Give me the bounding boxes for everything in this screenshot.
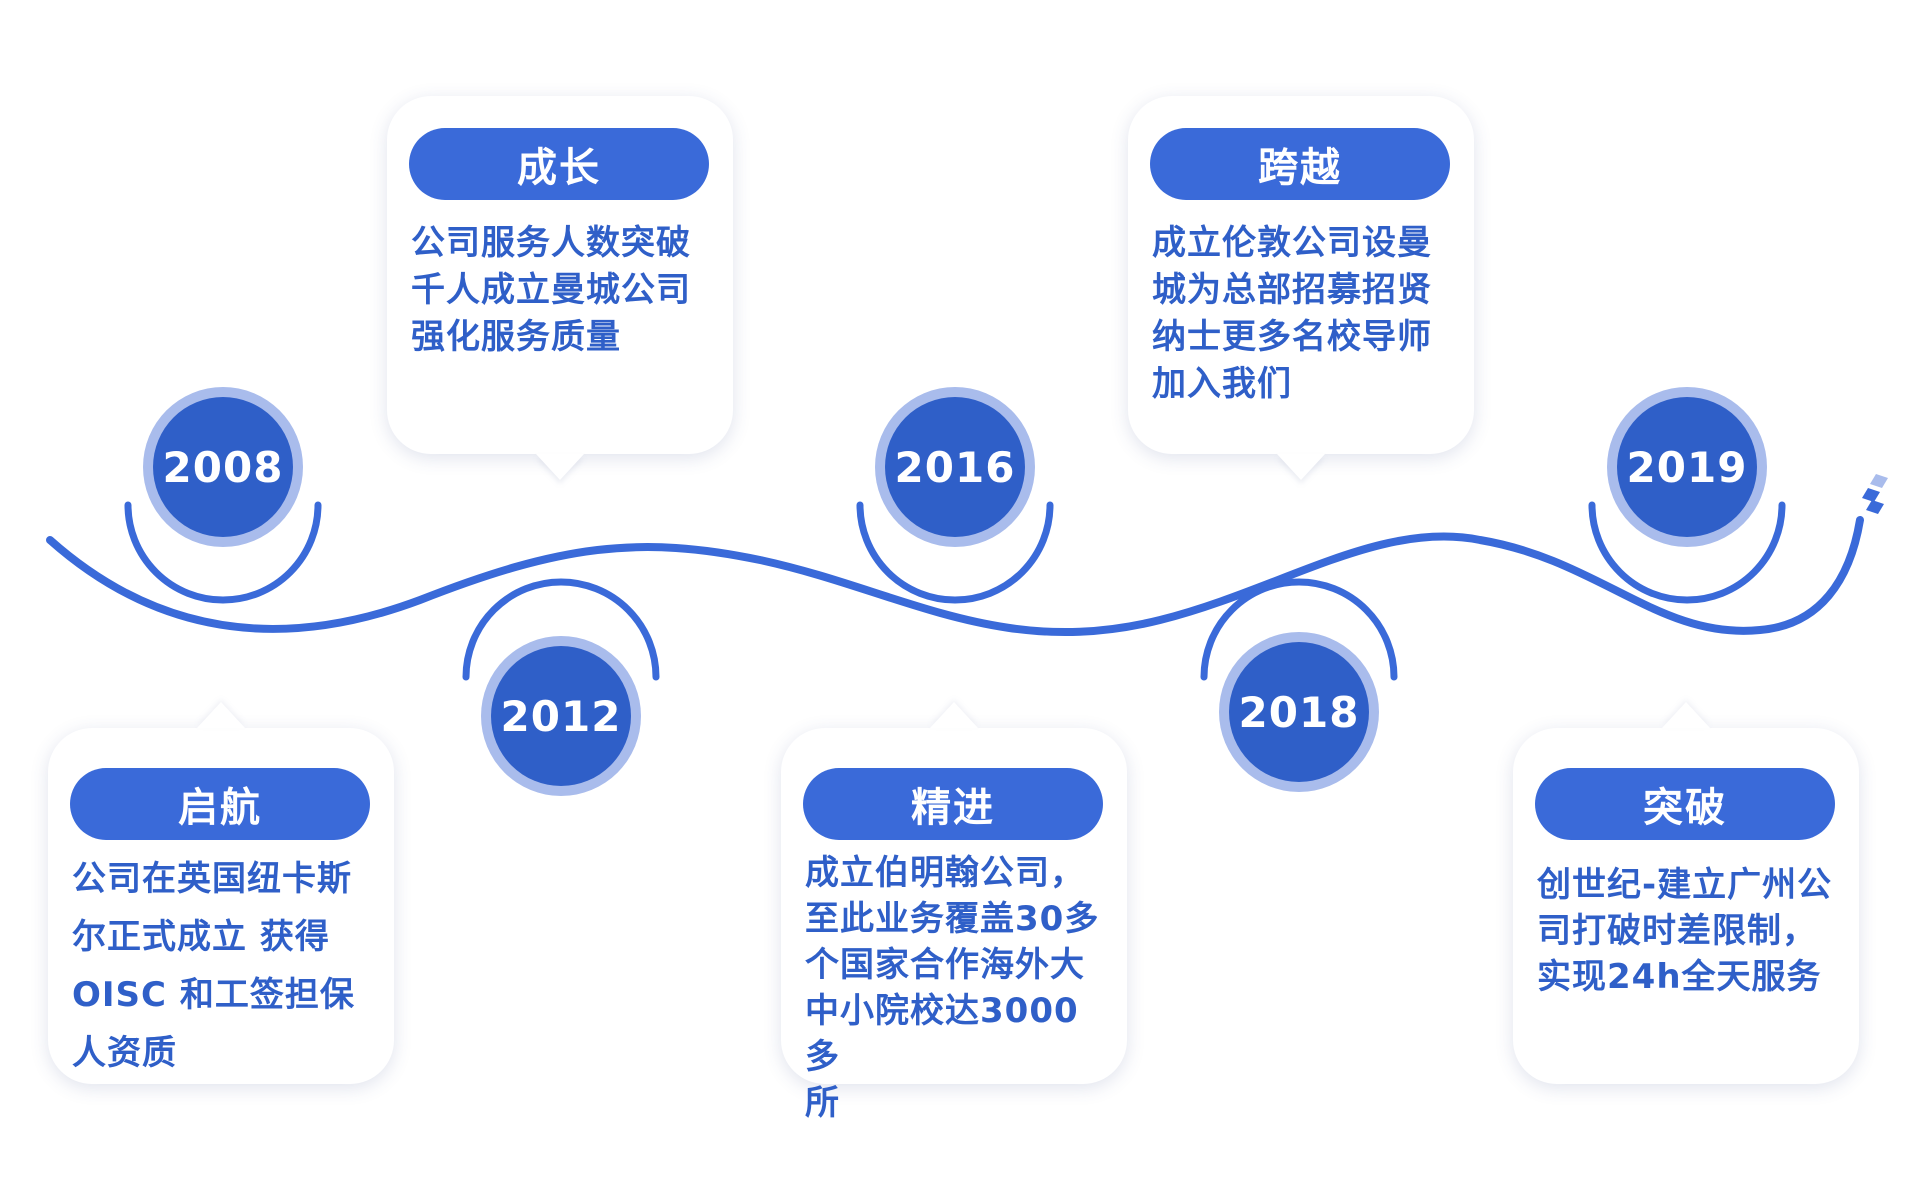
ring-arc-2016 bbox=[856, 501, 1054, 604]
ring-arc-2008 bbox=[124, 501, 322, 604]
milestone-card-2008: 启航 公司在英国纽卡斯 尔正式成立 获得 OISC 和工签担保 人资质 bbox=[48, 702, 394, 1084]
milestone-description: 公司在英国纽卡斯 尔正式成立 获得 OISC 和工签担保 人资质 bbox=[72, 859, 355, 1073]
year-label: 2018 bbox=[1229, 642, 1369, 782]
arrow-head-icon bbox=[1862, 474, 1888, 514]
card-pointer bbox=[1662, 702, 1710, 728]
milestone-description: 公司服务人数突破 千人成立曼城公司 强化服务质量 bbox=[411, 223, 691, 357]
milestone-card-2012: 成长 公司服务人数突破 千人成立曼城公司 强化服务质量 bbox=[387, 96, 733, 480]
year-label: 2019 bbox=[1617, 397, 1757, 537]
timeline-wave bbox=[46, 516, 1864, 636]
milestone-card-2019: 突破 创世纪-建立广州公 司打破时差限制， 实现24h全天服务 bbox=[1513, 702, 1859, 1084]
milestone-description: 成立伦敦公司设曼 城为总部招募招贤 纳士更多名校导师 加入我们 bbox=[1152, 223, 1432, 404]
year-label: 2012 bbox=[491, 646, 631, 786]
milestone-title: 跨越 bbox=[1150, 128, 1450, 200]
milestone-title: 突破 bbox=[1535, 768, 1835, 840]
ring-arc-2012 bbox=[462, 578, 660, 681]
year-badge-2019: 2019 bbox=[1607, 387, 1767, 547]
ring-arc-2019 bbox=[1588, 501, 1786, 604]
card-pointer bbox=[930, 702, 978, 728]
year-badge-2008: 2008 bbox=[143, 387, 303, 547]
year-badge-2016: 2016 bbox=[875, 387, 1035, 547]
milestone-card-2018: 跨越 成立伦敦公司设曼 城为总部招募招贤 纳士更多名校导师 加入我们 bbox=[1128, 96, 1474, 480]
milestone-description: 创世纪-建立广州公 司打破时差限制， 实现24h全天服务 bbox=[1537, 865, 1833, 997]
year-label: 2008 bbox=[153, 397, 293, 537]
year-label: 2016 bbox=[885, 397, 1025, 537]
card-pointer bbox=[197, 702, 245, 728]
milestone-card-2016: 精进 成立伯明翰公司， 至此业务覆盖30多 个国家合作海外大 中小院校达3000… bbox=[781, 702, 1127, 1123]
year-badge-2018: 2018 bbox=[1219, 632, 1379, 792]
milestone-title: 精进 bbox=[803, 768, 1103, 840]
card-pointer bbox=[536, 454, 584, 480]
milestone-title: 启航 bbox=[70, 768, 370, 840]
year-badge-2012: 2012 bbox=[481, 636, 641, 796]
ring-arc-2018 bbox=[1200, 578, 1398, 681]
milestone-title: 成长 bbox=[409, 128, 709, 200]
milestone-description: 成立伯明翰公司， 至此业务覆盖30多 个国家合作海外大 中小院校达3000多 所 bbox=[805, 853, 1100, 1123]
card-pointer bbox=[1277, 454, 1325, 480]
